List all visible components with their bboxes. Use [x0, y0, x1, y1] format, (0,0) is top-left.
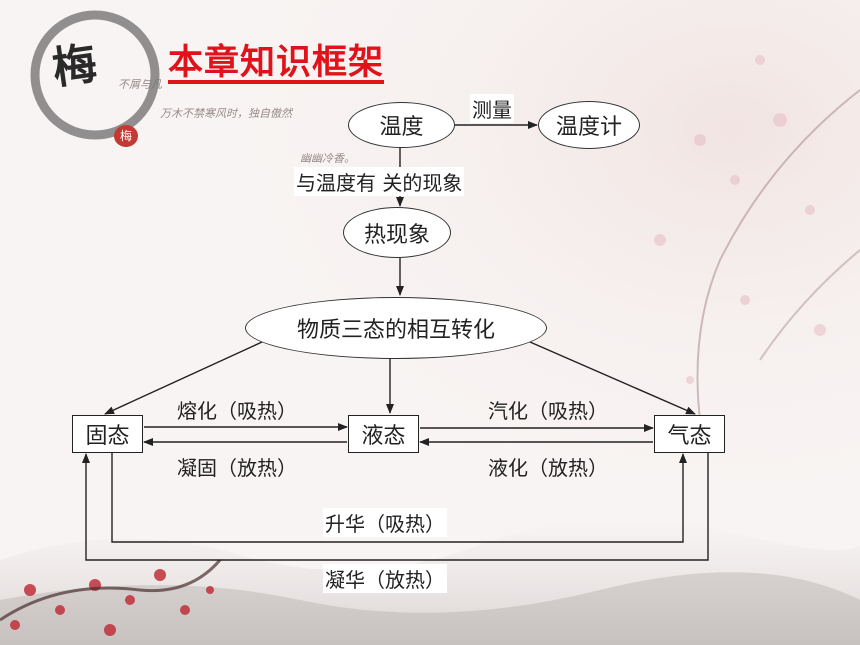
label-sublimation: 升华（吸热）: [323, 508, 447, 537]
edge-sublimation: [111, 453, 687, 543]
node-thermometer: 温度计: [538, 101, 640, 149]
red-stamp: 梅: [114, 125, 138, 147]
label-related: 与温度有 关的现象: [294, 167, 465, 196]
node-solid: 固态: [72, 415, 143, 453]
node-temperature: 温度: [348, 102, 455, 148]
poem-line-3: 幽幽冷香。: [300, 152, 355, 165]
node-three-states: 物质三态的相互转化: [245, 297, 547, 359]
page-title: 本章知识框架: [168, 43, 385, 83]
poem-line-1: 不屑与凡: [118, 78, 162, 91]
poem-line-2: 万木不禁寒风时，独自傲然: [160, 107, 292, 120]
node-thermal-phenomena: 热现象: [343, 207, 451, 258]
edge-states-gas: [529, 341, 696, 415]
label-measure: 测量: [470, 94, 514, 123]
edge-states-solid: [104, 341, 263, 415]
label-liquefaction: 液化（放热）: [488, 456, 608, 480]
label-vaporization: 汽化（吸热）: [488, 399, 608, 423]
label-deposition: 凝华（放热）: [323, 564, 447, 593]
edge-deposition: [82, 453, 709, 561]
label-melting: 熔化（吸热）: [177, 399, 297, 423]
node-gas: 气态: [654, 415, 725, 453]
node-liquid: 液态: [348, 415, 419, 453]
label-solidifying: 凝固（放热）: [177, 456, 297, 480]
